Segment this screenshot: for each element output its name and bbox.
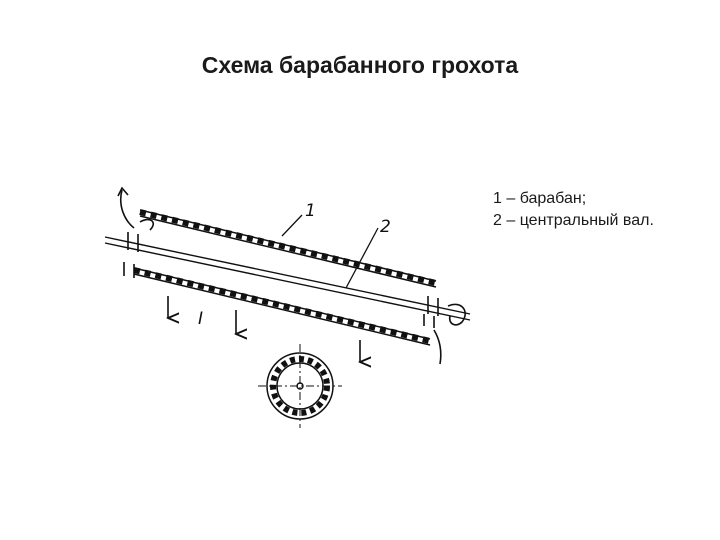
callout-shaft: 2 <box>380 217 391 237</box>
callout-drum: 1 <box>305 201 316 221</box>
rotation-arrow-left-icon <box>119 189 135 229</box>
central-shaft <box>104 236 471 321</box>
drum-cross-section <box>258 344 342 428</box>
legend: 1 – барабан; 2 – центральный вал. <box>493 188 654 232</box>
legend-item-shaft: 2 – центральный вал. <box>493 212 654 229</box>
callout-feed: I <box>198 309 203 329</box>
right-bearing <box>423 296 439 328</box>
page-title: Схема барабанного грохота <box>201 52 519 78</box>
fall-arrows <box>168 296 360 362</box>
legend-item-drum: 1 – барабан; <box>493 190 587 207</box>
rotation-arrow-right-icon <box>447 303 466 326</box>
drum-top-wall <box>139 209 437 286</box>
drum-bottom-wall <box>133 267 431 344</box>
left-bearing <box>123 218 155 278</box>
